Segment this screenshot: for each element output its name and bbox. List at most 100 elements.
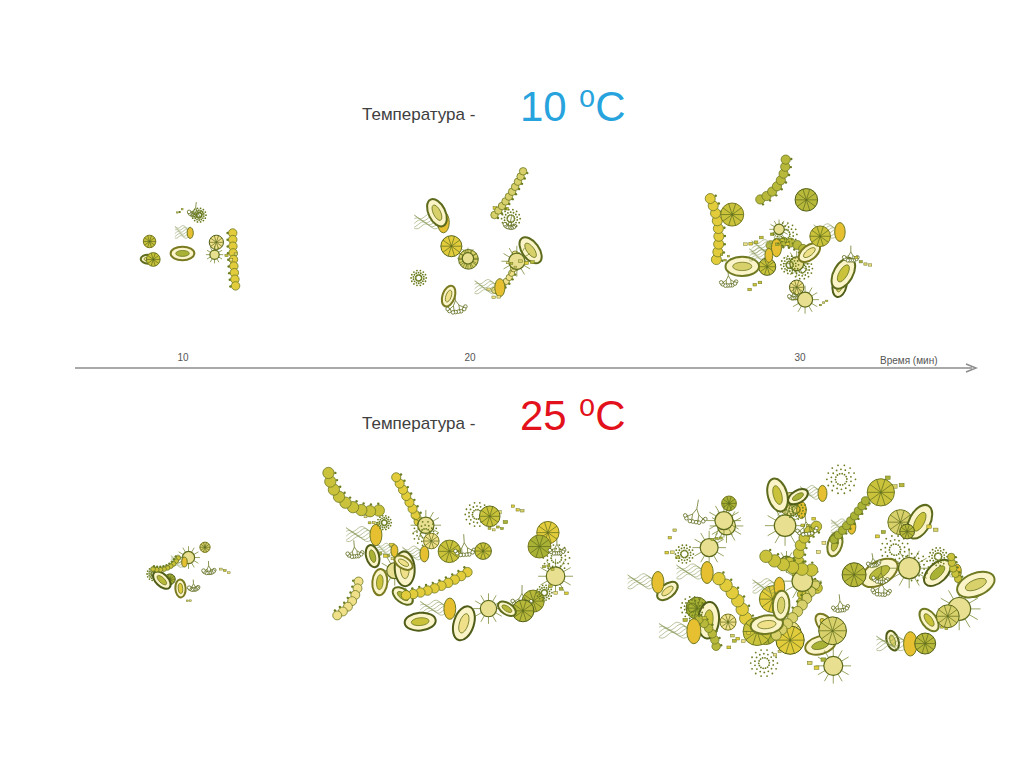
cell-wall: [827, 254, 860, 293]
net-dot: [787, 230, 789, 232]
chain-spine: [416, 505, 418, 507]
cell-core: [457, 612, 471, 634]
diatom: [528, 535, 551, 558]
net-dot: [918, 575, 920, 577]
net-dot: [788, 231, 790, 233]
net-dot: [885, 551, 887, 553]
net-dot: [379, 516, 381, 518]
colony-stalk: [208, 561, 209, 566]
net-dot: [518, 222, 520, 224]
net-dot: [379, 527, 381, 529]
net-dot: [377, 519, 379, 521]
net-dot: [891, 553, 893, 555]
net-dot: [416, 270, 418, 272]
diatom-ray: [791, 287, 797, 291]
diatom-ray: [523, 610, 534, 611]
net-dot: [785, 264, 787, 266]
diatom-ray: [810, 236, 820, 237]
flagellate-body: [391, 545, 398, 557]
chain-spine: [955, 561, 957, 563]
bacterium: [854, 256, 857, 258]
diatom-ray: [443, 246, 452, 252]
bacteria-speck: [543, 565, 554, 570]
chain-organism: [333, 577, 363, 620]
diatom-ray: [150, 241, 152, 247]
diatom-ray: [490, 510, 498, 516]
bacterium: [753, 283, 757, 286]
bacterium: [503, 520, 508, 523]
net-dot: [792, 262, 794, 264]
net-dot: [551, 555, 553, 557]
net-dot: [539, 589, 541, 591]
net-dot: [542, 599, 544, 601]
net-dot: [796, 233, 798, 235]
diatom-ray: [881, 492, 885, 505]
net-dot: [204, 217, 206, 219]
colony-stalk: [851, 252, 853, 256]
chain-spine: [168, 562, 170, 564]
chain-spine: [501, 212, 503, 214]
net-dot: [427, 521, 429, 523]
colony-stalk: [852, 256, 853, 259]
colony-stalk: [724, 280, 727, 282]
net-dot: [420, 533, 422, 535]
cell-core: [835, 263, 852, 284]
net-dot: [787, 255, 789, 257]
chain-organism: [491, 168, 529, 220]
capsule-cell: [175, 579, 186, 598]
net-dot: [414, 538, 416, 540]
chain-spine: [165, 564, 167, 566]
net-dot: [387, 519, 389, 521]
net-dot: [510, 211, 512, 213]
net-dot: [423, 528, 425, 530]
net-dot: [473, 517, 475, 519]
diatom: [200, 542, 210, 552]
heliozoan-body: [418, 517, 434, 533]
chain-spine: [153, 565, 155, 567]
net-dot: [887, 555, 889, 557]
branching-colony: [346, 540, 364, 558]
chain-spine: [403, 480, 405, 482]
bacterium: [781, 239, 785, 242]
chain-spine: [723, 251, 725, 253]
heliozoan: [538, 559, 573, 594]
colony-stalk: [875, 588, 878, 590]
net-dot: [472, 506, 474, 508]
net-dot: [433, 531, 435, 533]
net-dot: [548, 595, 550, 597]
net-dot: [418, 538, 420, 540]
net-dot: [470, 519, 472, 521]
colony-stalk: [522, 593, 525, 598]
net-dot: [555, 548, 557, 550]
net-dot: [889, 551, 891, 553]
net-dot: [801, 275, 803, 277]
diatom-ray: [536, 536, 540, 547]
colony-stalk: [467, 548, 468, 552]
chain-segment: [519, 168, 526, 175]
net-dot: [509, 221, 511, 223]
net-dot: [420, 531, 422, 533]
chain-spine: [352, 579, 354, 581]
bacterium: [724, 259, 726, 261]
colony-stalk: [726, 276, 728, 280]
net-dot: [516, 219, 518, 221]
chain-organism: [226, 229, 240, 290]
chain-spine: [780, 188, 782, 190]
reticulate-cell: [376, 515, 392, 530]
colony-stalk: [793, 287, 795, 292]
net-dot: [922, 577, 924, 579]
net-dot: [420, 272, 422, 274]
net-dot: [477, 509, 479, 511]
net-dot: [784, 238, 786, 240]
net-dot: [147, 570, 149, 572]
diatom-ray: [481, 543, 484, 551]
net-dot: [425, 528, 427, 530]
net-dot: [774, 239, 776, 241]
net-dot: [902, 542, 904, 544]
bacterium: [759, 236, 763, 239]
net-dot: [422, 283, 424, 285]
flagellate: [475, 279, 505, 297]
net-dot: [795, 239, 797, 241]
net-dot: [783, 257, 785, 259]
